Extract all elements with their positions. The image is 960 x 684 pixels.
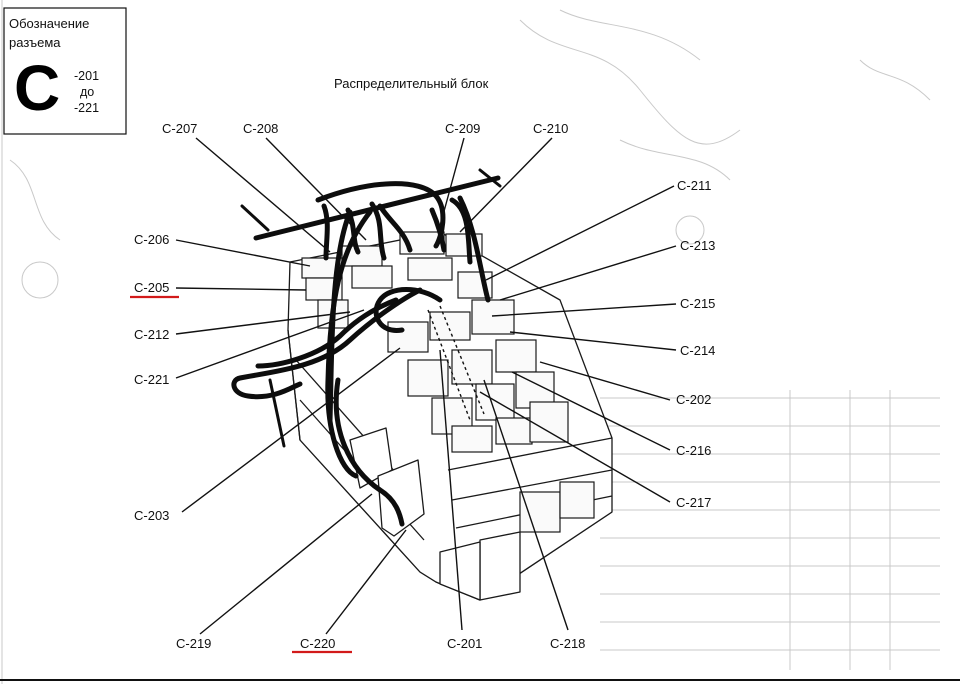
label-c217: C-217	[676, 495, 711, 510]
label-c215: C-215	[680, 296, 715, 311]
label-c207: C-207	[162, 121, 197, 136]
legend-range-from: -201	[74, 69, 99, 83]
label-c206: C-206	[134, 232, 169, 247]
label-c210: C-210	[533, 121, 568, 136]
label-c211: C-211	[677, 178, 711, 193]
label-c201: C-201	[447, 636, 482, 651]
callout-labels: C-207 C-208 C-209 C-210 C-211 C-213 C-21…	[134, 121, 715, 651]
legend-range-to: -221	[74, 101, 99, 115]
label-c212: C-212	[134, 327, 169, 342]
background-ghost	[1, 0, 940, 684]
label-c205: C-205	[134, 280, 169, 295]
label-c208: C-208	[243, 121, 278, 136]
label-c214: C-214	[680, 343, 715, 358]
wire-harness	[231, 168, 502, 527]
callout-leaders	[175, 137, 677, 635]
legend-connector-letter: C	[14, 52, 60, 124]
label-c203: C-203	[134, 508, 169, 523]
label-c213: C-213	[680, 238, 715, 253]
label-c219: C-219	[176, 636, 211, 651]
legend-title-line2: разъема	[9, 35, 61, 50]
legend-title-line1: Обозначение	[9, 16, 89, 31]
label-c216: C-216	[676, 443, 711, 458]
diagram-title: Распределительный блок	[334, 76, 489, 91]
label-c221: C-221	[134, 372, 169, 387]
label-c220: C-220	[300, 636, 335, 651]
label-c218: C-218	[550, 636, 585, 651]
label-c209: C-209	[445, 121, 480, 136]
label-c202: C-202	[676, 392, 711, 407]
legend-range-mid: до	[80, 85, 94, 99]
connector-legend-box: Обозначение разъема C -201 до -221	[3, 7, 127, 135]
